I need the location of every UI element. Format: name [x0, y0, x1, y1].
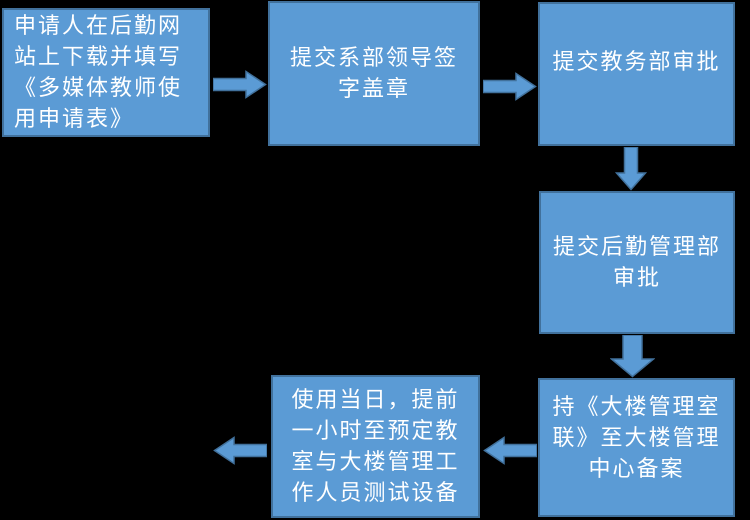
flow-step-2: 提交系部领导签字盖章 — [268, 1, 480, 146]
arrow-down-icon-2 — [610, 335, 655, 378]
flow-step-3: 提交教务部审批 — [538, 2, 735, 146]
flow-step-6: 使用当日，提前一小时至预定教室与大楼管理工作人员测试设备 — [271, 375, 480, 518]
arrow-left-icon-2 — [213, 436, 267, 465]
arrow-left-icon-1 — [483, 436, 537, 465]
flow-step-5-label: 持《大楼管理室联》至大楼管理中心备案 — [552, 395, 721, 482]
arrow-down-icon-1 — [615, 147, 647, 191]
flow-step-6-label: 使用当日，提前一小时至预定教室与大楼管理工作人员测试设备 — [291, 387, 460, 506]
flow-step-1: 申请人在后勤网站上下载并填写《多媒体教师使用申请表》 — [2, 8, 210, 137]
flow-step-1-label: 申请人在后勤网站上下载并填写《多媒体教师使用申请表》 — [14, 13, 183, 132]
arrow-right-icon-2 — [483, 72, 537, 101]
flow-step-4: 提交后勤管理部审批 — [539, 191, 735, 334]
flow-step-3-label: 提交教务部审批 — [552, 49, 721, 75]
flow-step-5: 持《大楼管理室联》至大楼管理中心备案 — [538, 378, 735, 517]
flow-step-4-label: 提交后勤管理部审批 — [552, 234, 721, 291]
flow-step-2-label: 提交系部领导签字盖章 — [289, 45, 458, 102]
arrow-right-icon-1 — [213, 70, 267, 99]
